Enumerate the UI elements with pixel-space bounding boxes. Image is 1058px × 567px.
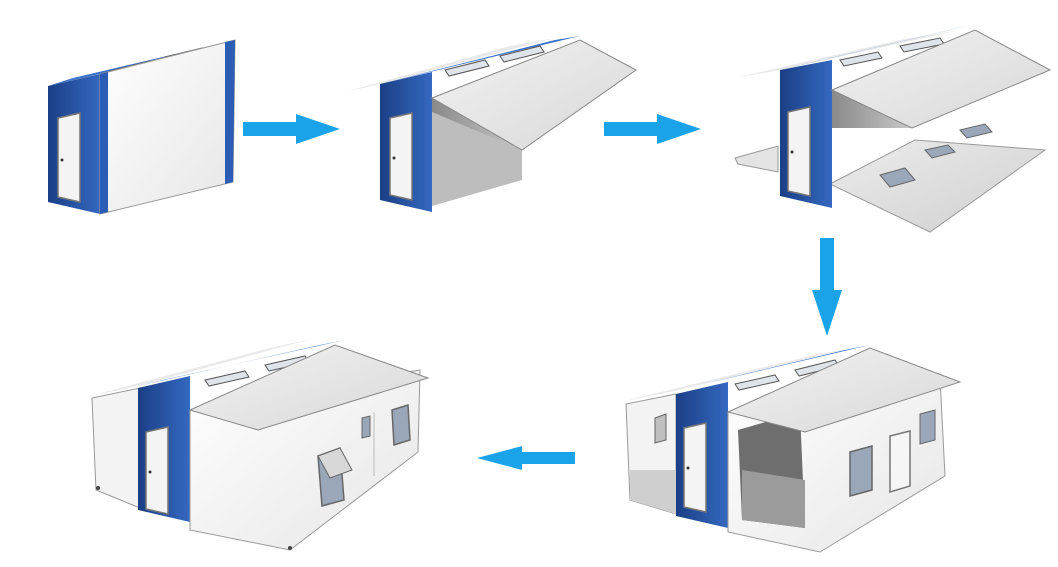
arrow-right-icon [604,114,701,144]
door-icon [389,112,413,201]
door-icon [145,426,169,515]
door-icon [683,422,707,513]
stage-4-walls-raising [620,345,962,553]
arrow-right-icon [243,114,340,144]
stage-3-floor-unfolding [734,24,1052,233]
stage-5-fully-expanded [90,338,430,551]
arrow-left-icon [477,446,575,470]
stage-1-folded-container [48,39,236,215]
door-icon [57,112,81,203]
door-icon [787,106,811,197]
stage-2-roof-unfolding [345,36,637,212]
arrow-down-icon [812,238,842,336]
